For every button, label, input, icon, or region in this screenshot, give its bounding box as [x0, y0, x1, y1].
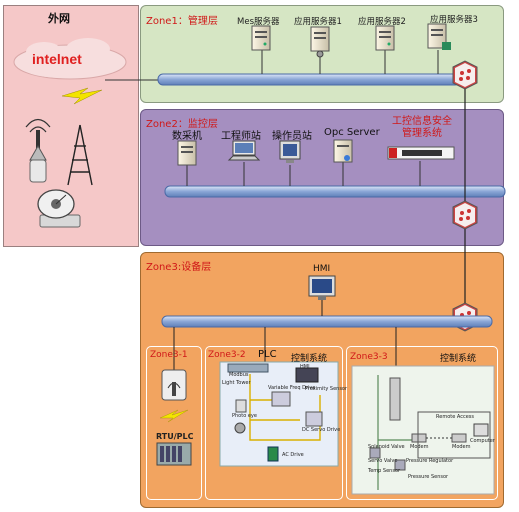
security-appliance-icon: [387, 146, 455, 160]
wireless-router-icon: [25, 118, 51, 183]
dc-servo-icon: [305, 411, 323, 427]
zone2-bus: [164, 185, 506, 198]
zone3-2-motor-icon: [234, 422, 246, 434]
zone3-3-fieldbus: [377, 375, 415, 490]
zone3-2-title: Zone3-2: [208, 350, 246, 360]
zone3-2-hmi-label: HMI: [300, 364, 310, 370]
operator-station-label: 操作员站: [272, 131, 312, 142]
ac-drive-label: AC Drive: [282, 452, 304, 458]
rtu-plc-label: RTU/PLC: [156, 432, 194, 441]
zone1-bus: [157, 73, 461, 86]
zone1-server-links: [261, 48, 439, 74]
app-server2-label: 应用服务器2: [358, 17, 406, 27]
zone2-device-links: [186, 161, 421, 186]
computer-label: Computer: [470, 438, 495, 444]
security-system-label: 工控信息安全 管理系统: [392, 116, 452, 139]
temp-sensor-label: Temp Sensor: [368, 468, 401, 474]
opc-server-icon: [333, 139, 353, 163]
remote-access-box: [417, 411, 491, 459]
plc-rack-icon: [227, 363, 269, 373]
zone3-1-title: Zone3-1: [150, 350, 188, 360]
zone3-3-title: Zone3-3: [350, 352, 388, 362]
modem-icon-1: [411, 433, 427, 443]
lightning-icon: [61, 87, 103, 105]
satellite-dish-icon: [37, 189, 81, 228]
switch-icon-zone2: [452, 200, 478, 230]
modem-label-2: Modem: [452, 444, 471, 450]
pressure-regulator-label: Pressure Regulator: [406, 458, 454, 464]
app-server1-label: 应用服务器1: [294, 17, 342, 27]
zone3-1-lightning-icon: [159, 409, 189, 423]
rtu-antenna-icon: [161, 369, 187, 401]
external-network-title: 外网: [48, 12, 70, 25]
data-collector-label: 数采机: [172, 131, 202, 142]
dc-servo-label: DC Servo Drive: [302, 427, 341, 433]
zone3-2-hmi-icon: [295, 367, 319, 383]
opc-server-label: Opc Server: [324, 127, 380, 138]
zone3-1-panel: [146, 346, 202, 500]
switch-icon-zone1: [452, 60, 478, 90]
app-server1-icon: [310, 26, 330, 58]
zone3-title: Zone3:设备层: [146, 262, 212, 273]
engineer-station-icon: [227, 140, 261, 161]
engineer-station-label: 工程师站: [221, 131, 261, 142]
data-collector-icon: [177, 140, 197, 166]
vfd-label: Variable Freq Drive: [268, 385, 316, 391]
operator-station-icon: [279, 140, 301, 163]
rtu-plc-device-icon: [156, 442, 192, 466]
zone2-title: Zone2：监控层: [146, 119, 218, 130]
ac-drive-icon: [267, 446, 279, 462]
mes-server-label: Mes服务器: [237, 17, 280, 27]
solenoid-valve-label: Solenoid Valve: [368, 444, 405, 450]
zone3-2-control-label: 控制系统: [291, 354, 328, 364]
plc-label: PLC: [258, 349, 277, 360]
light-tower-label: Light Tower: [222, 380, 251, 386]
valve-icon: [369, 447, 381, 459]
zone3-3-inner-diagram: [351, 365, 495, 495]
cloud-icon: [13, 38, 127, 80]
regulator-icon: [394, 459, 406, 471]
zone2-panel: [140, 109, 504, 246]
app-server2-icon: [375, 25, 395, 51]
mes-server-icon: [251, 25, 271, 51]
internet-cloud-label: intelnet: [32, 51, 82, 67]
photo-eye-icon: [235, 399, 247, 413]
zone3-bus: [161, 315, 493, 328]
hmi-monitor-icon: [308, 275, 336, 300]
zone3-3-control-label: 控制系统: [440, 354, 477, 364]
modem-icon-2: [451, 433, 467, 443]
pressure-sensor-label: Pressure Sensor: [408, 474, 449, 480]
app-server3-label: 应用服务器3: [430, 15, 478, 25]
vfd-icon: [271, 391, 291, 407]
computer-icon: [473, 423, 489, 437]
app-server3-icon: [427, 23, 451, 50]
servo-valve-label: Servo Valve: [368, 458, 398, 464]
modbus-label: Modbus: [229, 372, 249, 378]
hmi-label: HMI: [313, 264, 331, 274]
zone3-3-plc-icon: [389, 377, 401, 421]
remote-access-label: Remote Access: [436, 414, 474, 420]
photo-eye-label: Photo eye: [232, 413, 257, 419]
zone1-title: Zone1：管理层: [146, 16, 218, 27]
proximity-sensor-label: Proximity Sensor: [305, 386, 348, 392]
modem-label-1: Modem: [410, 444, 429, 450]
radio-tower-icon: [67, 124, 93, 186]
